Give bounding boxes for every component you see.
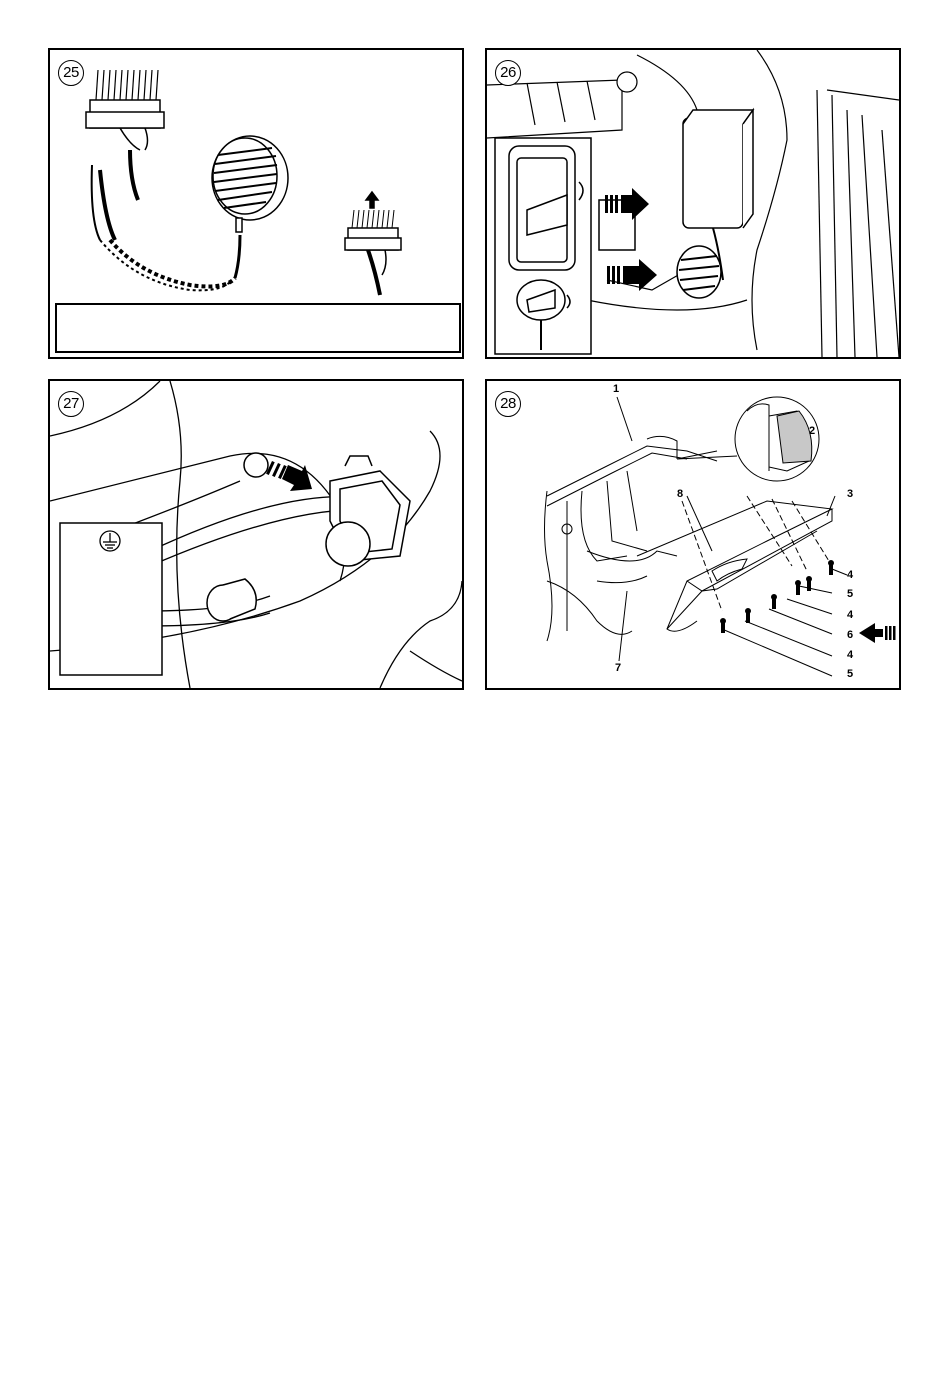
callout-4a: 4 (847, 569, 853, 581)
illustration-25 (50, 50, 462, 357)
illustration-26 (487, 50, 899, 357)
callout-5b: 5 (847, 668, 853, 680)
speaker-icon (212, 136, 288, 232)
callout-5a: 5 (847, 588, 853, 600)
figure-panel-25: 25 (48, 48, 464, 359)
callout-4b: 4 (847, 609, 853, 621)
figure-panel-27: 27 (48, 379, 464, 690)
step-number-25: 25 (58, 60, 84, 86)
callout-1: 1 (613, 383, 619, 395)
callout-circle (244, 453, 268, 477)
ground-info-box (60, 523, 162, 675)
push-arrow-icon (859, 623, 896, 643)
illustration-27 (50, 381, 462, 688)
callout-8: 8 (677, 488, 683, 500)
step-number-28: 28 (495, 391, 521, 417)
connector-unplugged-icon (345, 192, 401, 295)
push-arrow-icon (266, 461, 312, 491)
figure-panel-26: 26 (485, 48, 901, 359)
callout-2: 2 (809, 425, 815, 437)
step-number-27: 27 (58, 391, 84, 417)
step-number-26: 26 (495, 60, 521, 86)
callout-6: 6 (847, 629, 853, 641)
text-box (56, 304, 460, 352)
callout-3: 3 (847, 488, 853, 500)
illustration-28 (487, 381, 899, 688)
figure-panel-28: 28 1 2 3 4 5 4 6 4 5 7 8 (485, 379, 901, 690)
callout-4c: 4 (847, 649, 853, 661)
callout-7: 7 (615, 662, 621, 674)
connector-icon (86, 70, 164, 150)
